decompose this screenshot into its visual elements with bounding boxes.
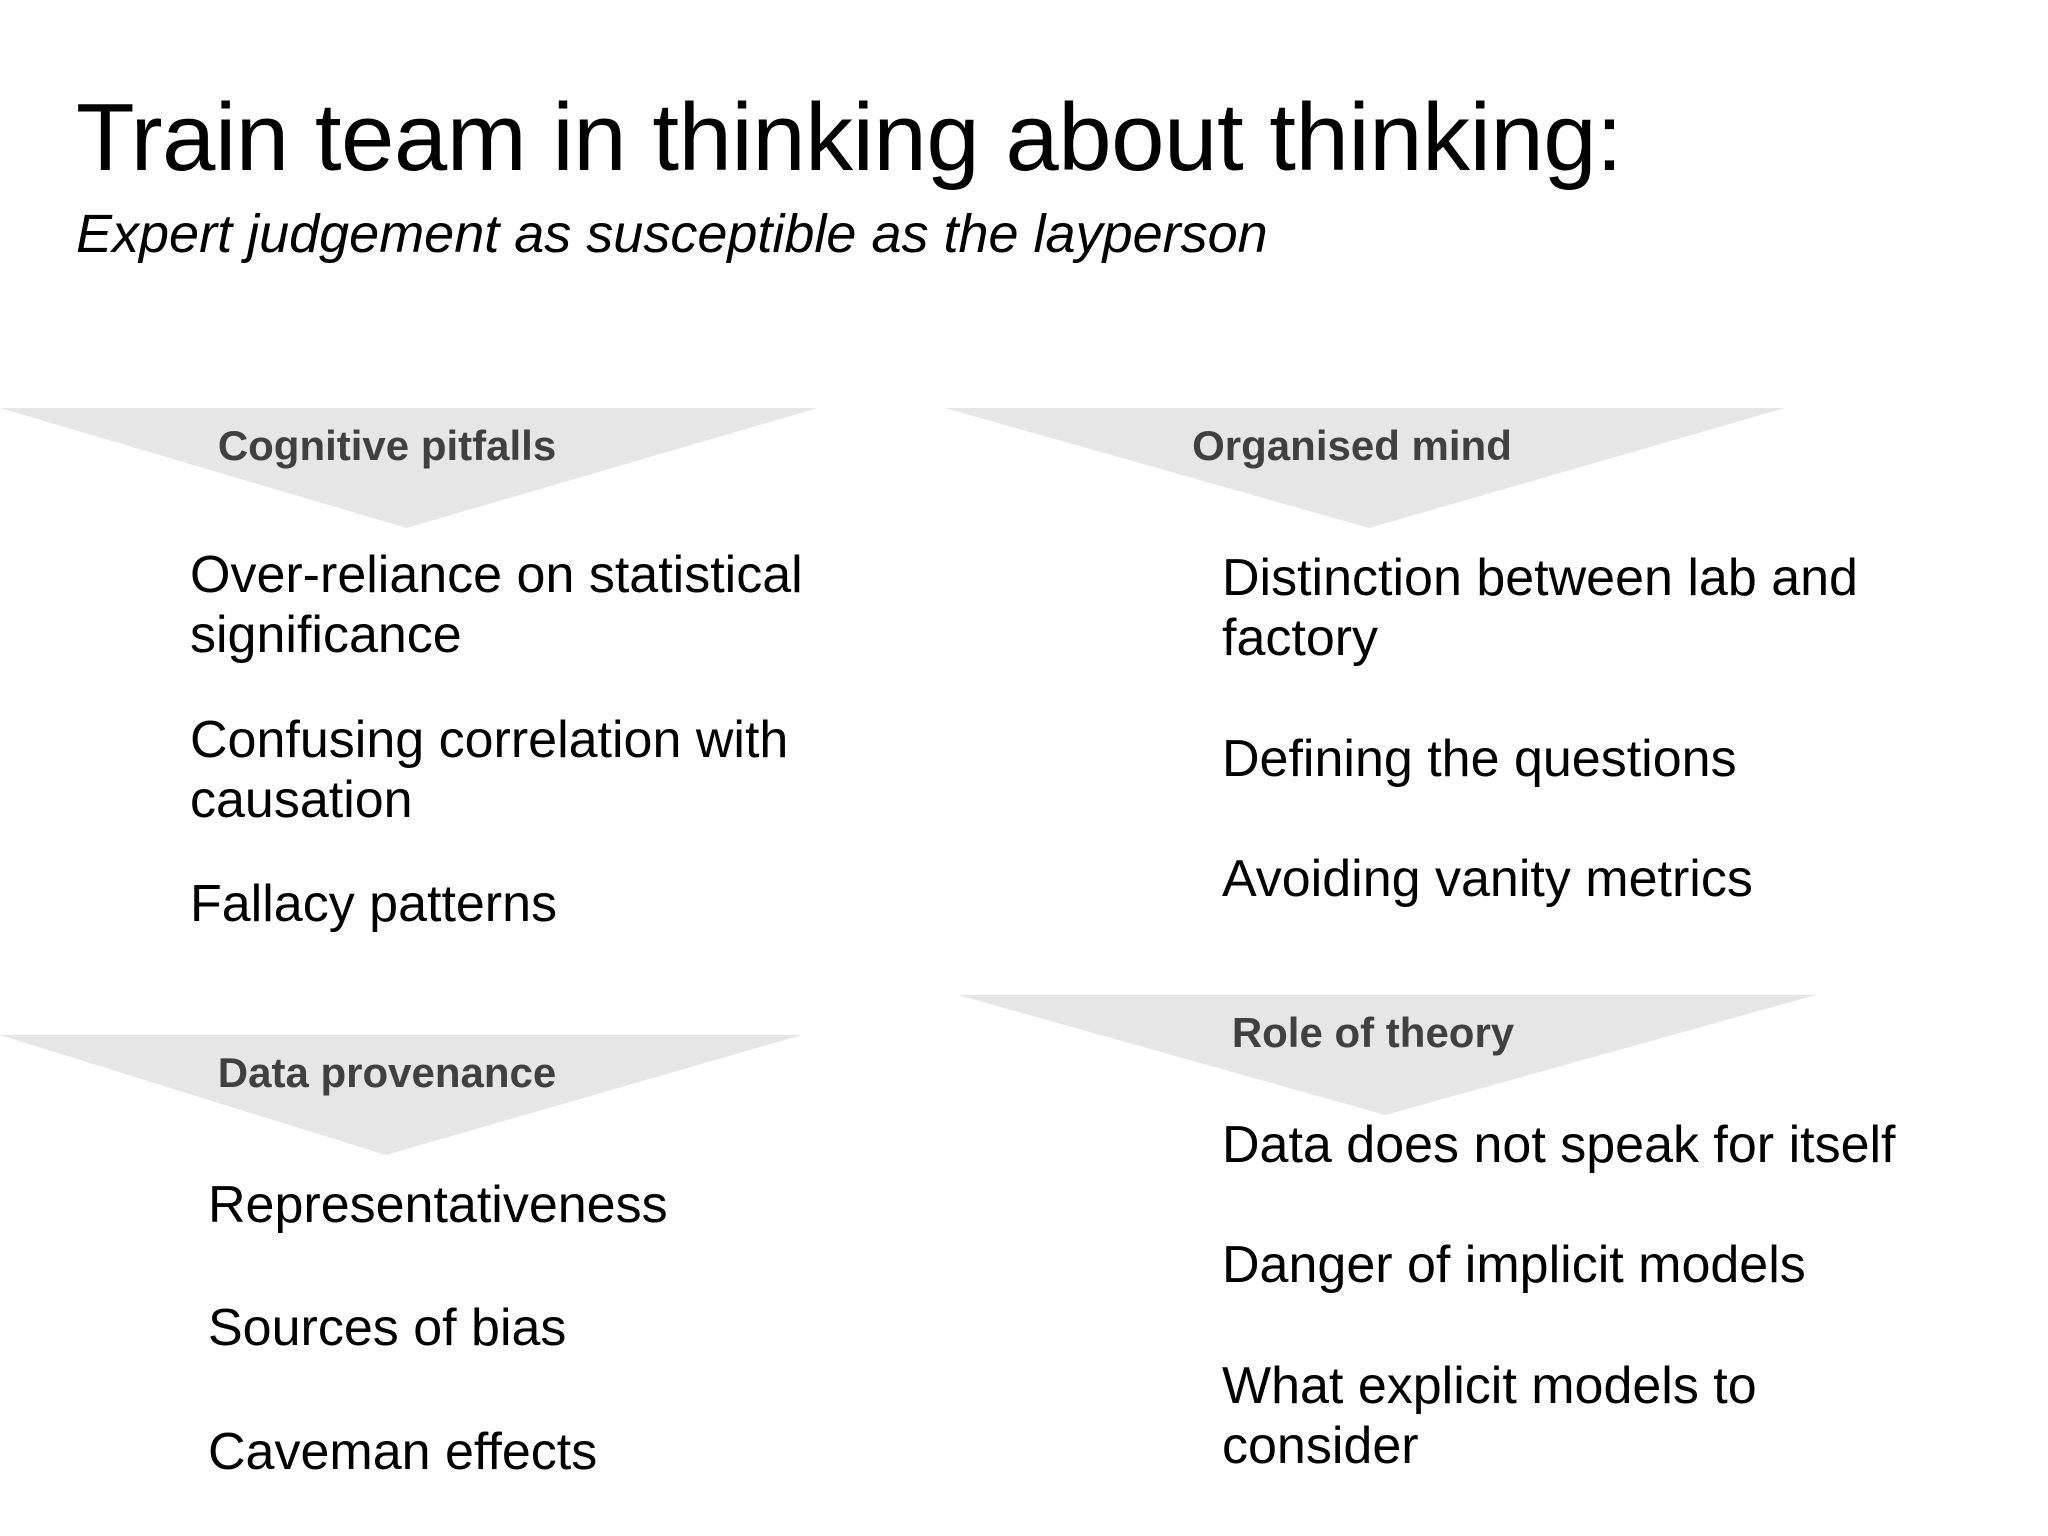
section-header-role-of-theory: Role of theory: [1231, 1009, 1515, 1056]
chevron-banner-cognitive-pitfalls: Cognitive pitfalls: [0, 408, 818, 528]
title-block: Train team in thinking about thinking: E…: [76, 84, 1976, 264]
chevron-banner-organised-mind: Organised mind: [945, 408, 1785, 528]
slide-title: Train team in thinking about thinking:: [76, 84, 1623, 191]
list-item: Danger of implicit models: [1222, 1236, 1806, 1295]
item-list-data-provenance: Representativeness Sources of bias Cavem…: [208, 1175, 848, 1482]
chevron-banner-role-of-theory: Role of theory: [958, 995, 1816, 1115]
list-item: Data does not speak for itself: [1222, 1116, 1896, 1174]
section-header-organised-mind: Organised mind: [1192, 422, 1512, 469]
list-item: Distinction between lab and factory: [1222, 549, 1858, 668]
list-item: Over-reliance on statistical significanc…: [190, 546, 803, 665]
list-item: Defining the questions: [1222, 729, 1737, 788]
section-header-cognitive-pitfalls: Cognitive pitfalls: [217, 422, 557, 469]
chevron-banner-data-provenance: Data provenance: [0, 1035, 802, 1155]
slide-subtitle: Expert judgement as susceptible as the l…: [76, 203, 1268, 264]
list-item: Avoiding vanity metrics: [1222, 849, 1753, 908]
list-item: Confusing correlation with causation: [190, 710, 789, 829]
item-list-cognitive-pitfalls: Over-reliance on statistical significanc…: [190, 545, 830, 935]
list-item: Representativeness: [208, 1176, 668, 1234]
item-list-role-of-theory: Data does not speak for itself Danger of…: [1222, 1115, 1942, 1476]
list-item: Sources of bias: [208, 1299, 567, 1358]
list-item: What explicit models to consider: [1222, 1356, 1757, 1475]
section-header-data-provenance: Data provenance: [217, 1049, 557, 1096]
item-list-organised-mind: Distinction between lab and factory Defi…: [1222, 548, 1922, 909]
list-item: Caveman effects: [208, 1422, 598, 1481]
list-item: Fallacy patterns: [190, 875, 558, 934]
